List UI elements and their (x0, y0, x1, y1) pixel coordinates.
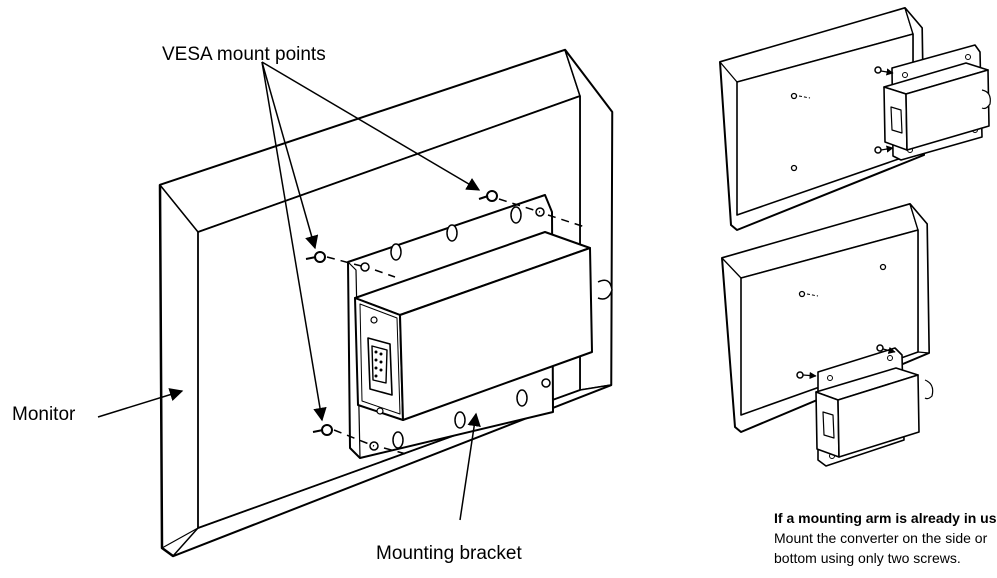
screw-icon (305, 251, 326, 263)
bottom-mount-example (721, 203, 934, 467)
note-line-2: bottom using only two screws. (774, 550, 961, 566)
mounting-bracket-label: Mounting bracket (376, 543, 522, 564)
screw-icon (874, 66, 882, 74)
screw-icon (876, 344, 884, 352)
alignment-lines (326, 198, 586, 456)
vesa-mount-points-label: VESA mount points (162, 44, 326, 65)
note-heading: If a mounting arm is already in use: (774, 510, 997, 526)
screw-icon (874, 146, 882, 154)
screw-icon (796, 371, 804, 379)
db9-connector-icon (367, 337, 393, 396)
monitor-label: Monitor (12, 404, 76, 425)
screw-icon (312, 424, 333, 436)
side-mount-example (719, 7, 991, 231)
converter-box (354, 231, 593, 421)
screw-icon (478, 190, 498, 202)
mounting-arm-note: If a mounting arm is already in use: Mou… (774, 508, 997, 568)
note-line-1: Mount the converter on the side or (774, 530, 988, 546)
callout-arrows (97, 61, 481, 521)
vesa-screws (305, 190, 498, 436)
